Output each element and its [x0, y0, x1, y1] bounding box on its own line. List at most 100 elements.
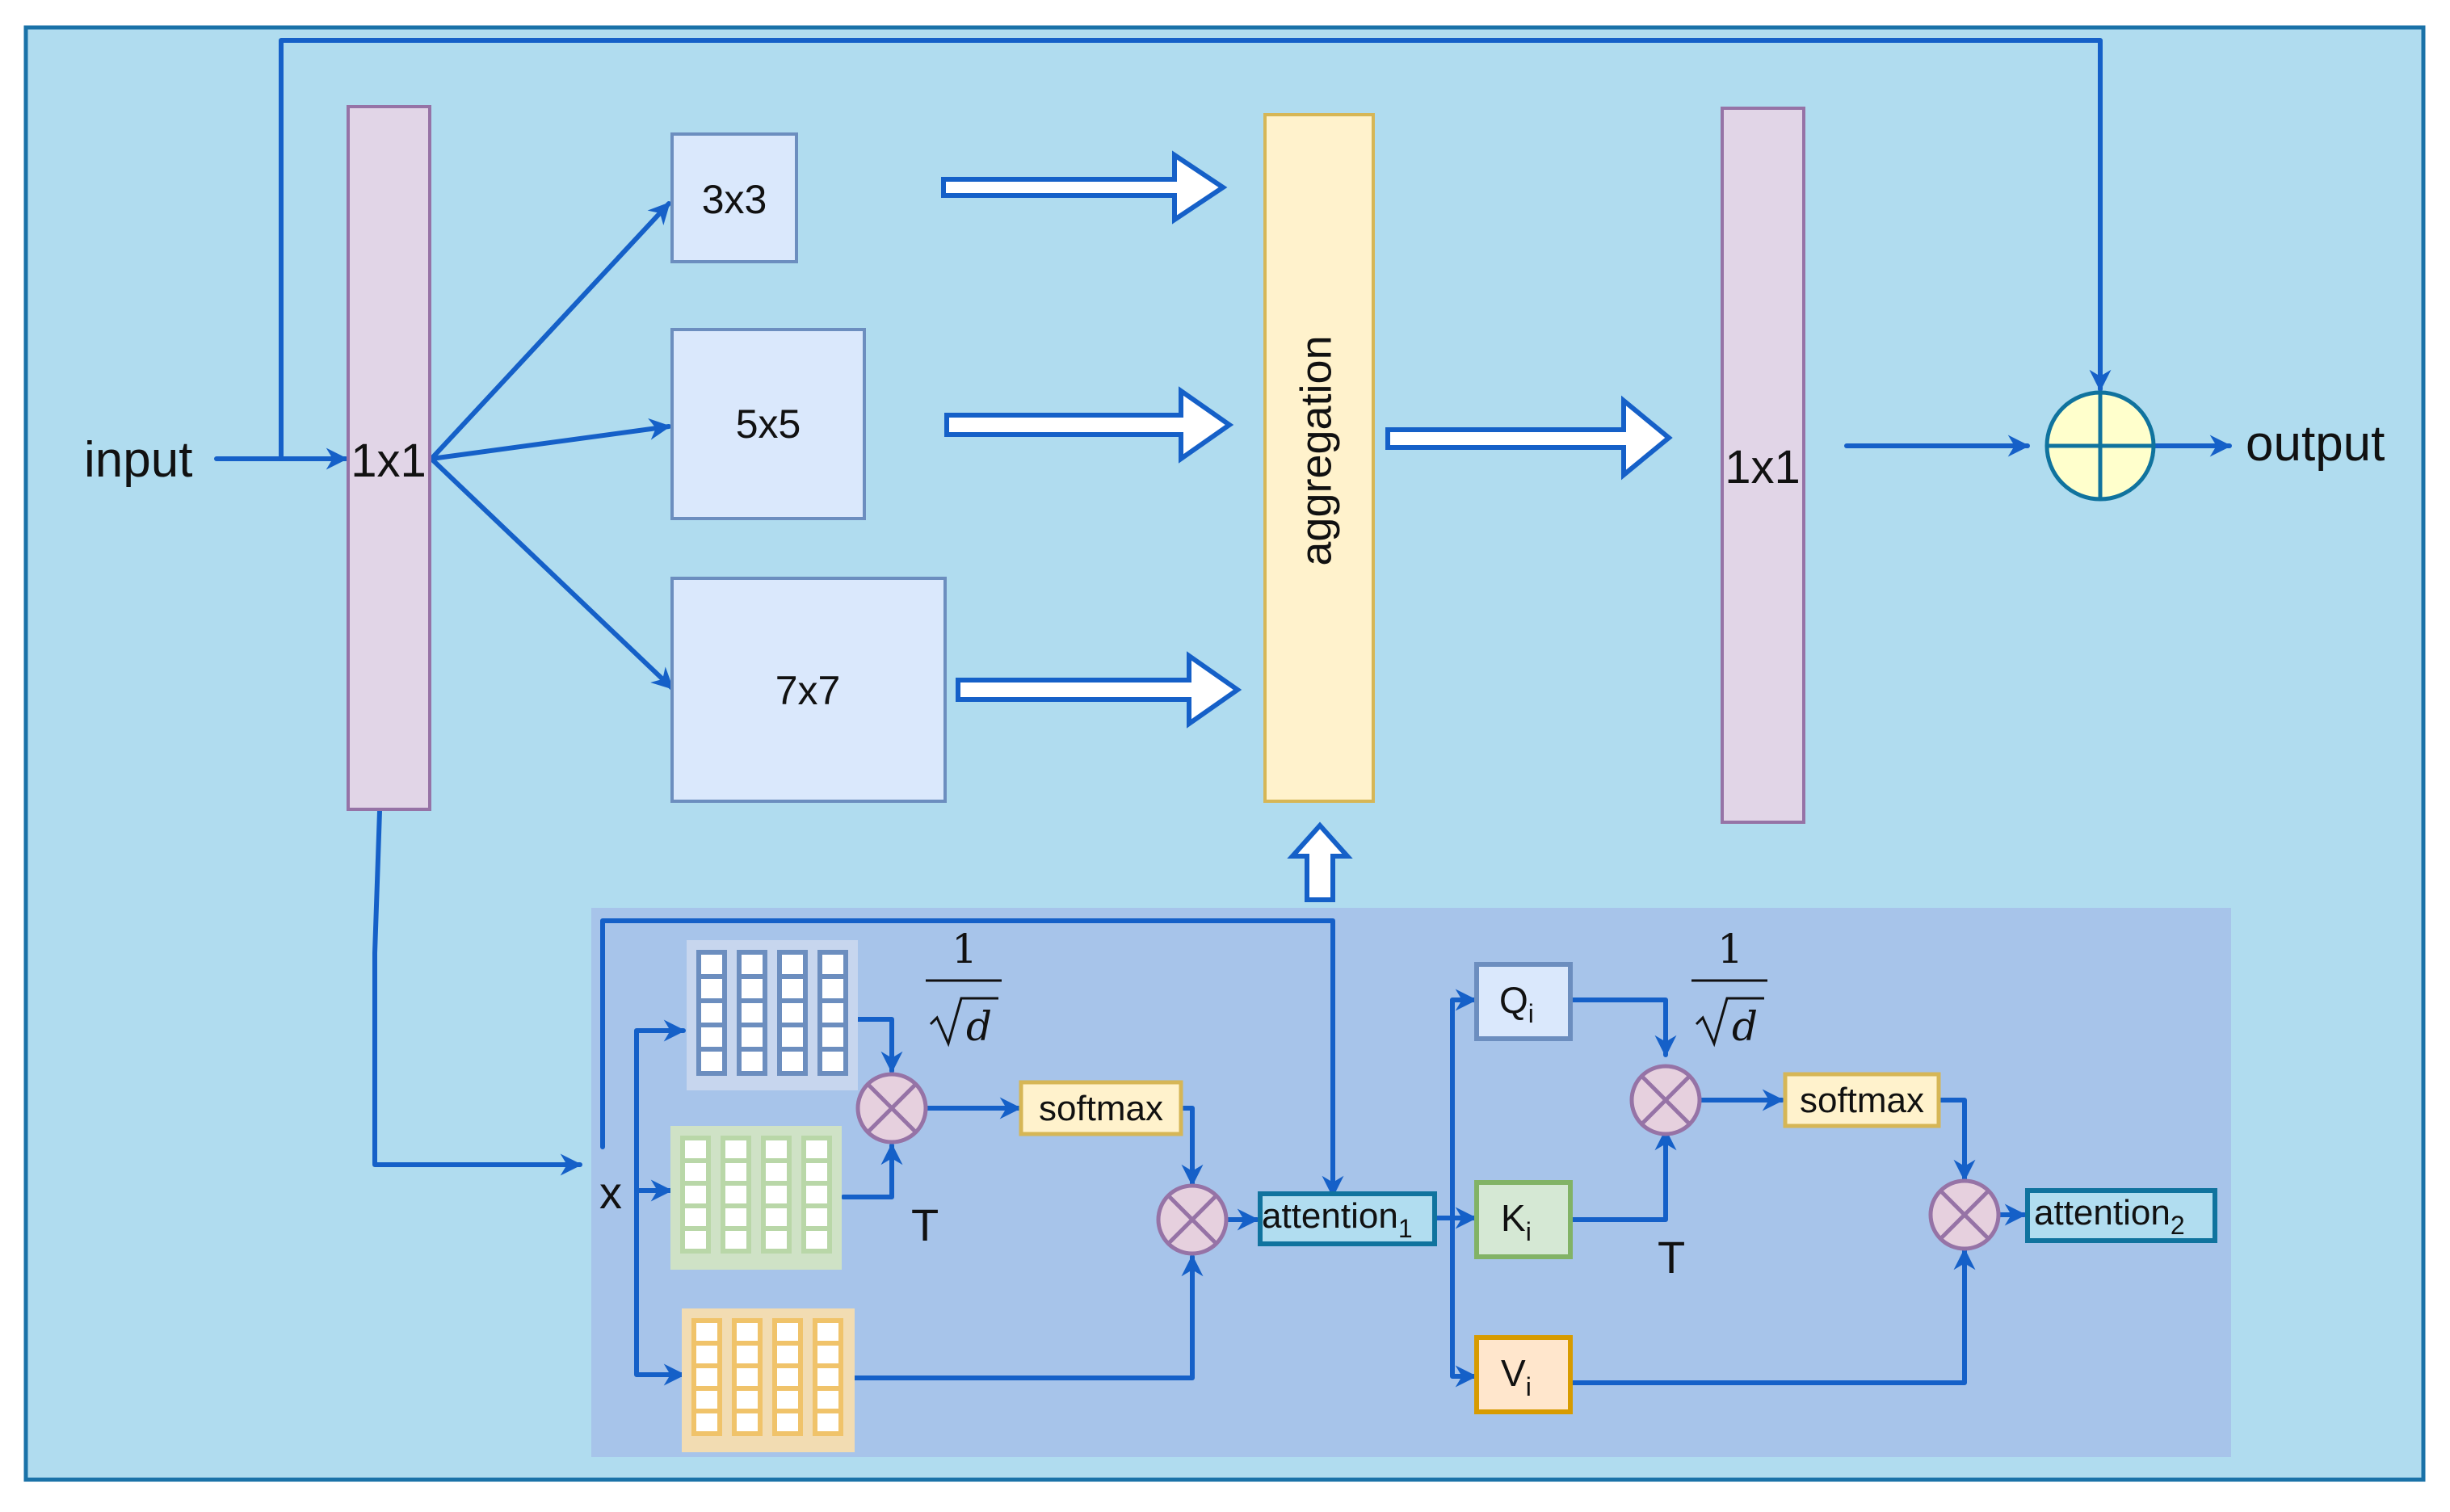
matrix-grid-icon	[670, 1126, 842, 1270]
attention-1-text: attention	[1262, 1196, 1398, 1236]
conv-1x1-out	[1721, 107, 1805, 824]
ki-to-mult3-arrow	[1568, 1128, 1677, 1222]
matrix-cell	[822, 955, 843, 974]
key-matrix-to-mult-arrow	[841, 1143, 903, 1199]
matrix-cell	[782, 979, 803, 998]
matrix-cell	[817, 1323, 838, 1341]
matrix-cell	[725, 1186, 746, 1203]
scale-factor-1: 1 d	[926, 926, 1002, 1050]
matrix-cell	[737, 1323, 758, 1341]
matrix-cell	[766, 1208, 787, 1226]
matrix-cell	[742, 1052, 763, 1071]
matrix-cell	[725, 1208, 746, 1226]
attention-1-box	[1258, 1191, 1437, 1246]
matrix-cell	[701, 1003, 722, 1023]
conv-5x5-box	[670, 328, 866, 520]
matrix-grid-icon	[687, 940, 858, 1090]
matrix-cell	[737, 1413, 758, 1431]
attention-2-label: attention2	[2034, 1193, 2185, 1240]
matrix-cell	[782, 1027, 803, 1047]
matrix-cell	[737, 1391, 758, 1409]
matrix-grid-icon	[682, 1308, 855, 1452]
hollow-arrow-5x5	[944, 386, 1234, 464]
matrix-cell	[701, 979, 722, 998]
matrix-cell	[817, 1368, 838, 1386]
circle-times-icon	[1156, 1183, 1229, 1256]
matrix-cell	[742, 979, 763, 998]
matrix-cell	[806, 1186, 827, 1203]
matrix-cell	[766, 1140, 787, 1158]
matrix-cell	[806, 1231, 827, 1249]
input-label: input	[84, 432, 192, 488]
value-matrix-to-mult2-arrow	[852, 1254, 1204, 1380]
matrix-cell	[806, 1140, 827, 1158]
attention-2-subscript: 2	[2171, 1211, 2185, 1240]
matrix-cell	[725, 1163, 746, 1181]
softmax-box-1	[1019, 1080, 1183, 1136]
circle-times-icon	[1629, 1064, 1702, 1136]
transpose-label-1: T	[911, 1199, 939, 1250]
matrix-cell	[685, 1186, 706, 1203]
conv-7x7-box	[670, 577, 947, 803]
matrix-cell	[742, 1003, 763, 1023]
conv-to-attention-arrow	[372, 808, 582, 1176]
matrix-cell	[766, 1186, 787, 1203]
aggregation-box	[1263, 113, 1375, 803]
hollow-arrow-aggregation	[1385, 395, 1673, 481]
matrix-cell	[766, 1163, 787, 1181]
matrix-cell	[817, 1346, 838, 1363]
aggregation-label: aggregation	[1292, 335, 1340, 565]
key-subscript: i	[1526, 1217, 1532, 1246]
matrix-cell	[782, 1003, 803, 1023]
query-label: Qi	[1499, 979, 1534, 1028]
matrix-cell	[685, 1208, 706, 1226]
sqrt-sign-1	[929, 997, 998, 1048]
matrix-cell	[696, 1368, 717, 1386]
conv-3x3-box	[670, 132, 798, 263]
scale-numerator-1: 1	[952, 926, 977, 972]
key-label: Ki	[1501, 1197, 1532, 1246]
matrix-cell	[696, 1413, 717, 1431]
branch-arrow-7x7	[429, 456, 674, 691]
matrix-cell	[806, 1163, 827, 1181]
matrix-cell	[777, 1323, 798, 1341]
query-box	[1474, 962, 1573, 1041]
x-to-value-arrow	[634, 1188, 686, 1386]
matrix-cell	[822, 1027, 843, 1047]
x-bypass-to-attention	[600, 918, 1344, 1198]
matrix-cell	[685, 1231, 706, 1249]
scale-numerator-2: 1	[1717, 926, 1743, 972]
query-subscript: i	[1528, 999, 1534, 1028]
matrix-cell	[777, 1368, 798, 1386]
matrix-cell	[725, 1231, 746, 1249]
matrix-cell	[742, 1027, 763, 1047]
scale-factor-2: 1 d	[1691, 926, 1767, 1050]
matrix-cell	[782, 955, 803, 974]
branch-arrow-3x3	[429, 201, 671, 461]
matrix-cell	[822, 1003, 843, 1023]
matrix-cell	[817, 1413, 838, 1431]
matrix-cell	[737, 1368, 758, 1386]
softmax1-to-mult2-arrow	[1179, 1106, 1204, 1186]
scale-denominator-1: d	[966, 1003, 992, 1050]
matrix-cell	[701, 1052, 722, 1071]
skip-connection	[279, 38, 2112, 461]
output-label: output	[2246, 416, 2385, 472]
qi-to-mult3-arrow	[1568, 998, 1677, 1057]
attention-1-label: attention1	[1262, 1196, 1413, 1243]
attention1-to-value-arrow	[1450, 1216, 1477, 1388]
key-text: K	[1501, 1197, 1526, 1239]
matrix-cell	[737, 1346, 758, 1363]
matrix-cell	[766, 1231, 787, 1249]
conv-1x1-in-label: 1x1	[351, 435, 427, 487]
conv-5x5-label: 5x5	[736, 401, 801, 447]
value-subscript: i	[1526, 1372, 1532, 1401]
conv-1x1-out-label: 1x1	[1725, 441, 1801, 494]
matrix-cell	[696, 1346, 717, 1363]
matrix-cell	[685, 1163, 706, 1181]
matrix-cell	[696, 1391, 717, 1409]
vi-to-mult4-arrow	[1568, 1248, 1976, 1385]
matrix-cell	[696, 1323, 717, 1341]
matrix-cell	[777, 1413, 798, 1431]
transpose-label-2: T	[1658, 1232, 1685, 1283]
